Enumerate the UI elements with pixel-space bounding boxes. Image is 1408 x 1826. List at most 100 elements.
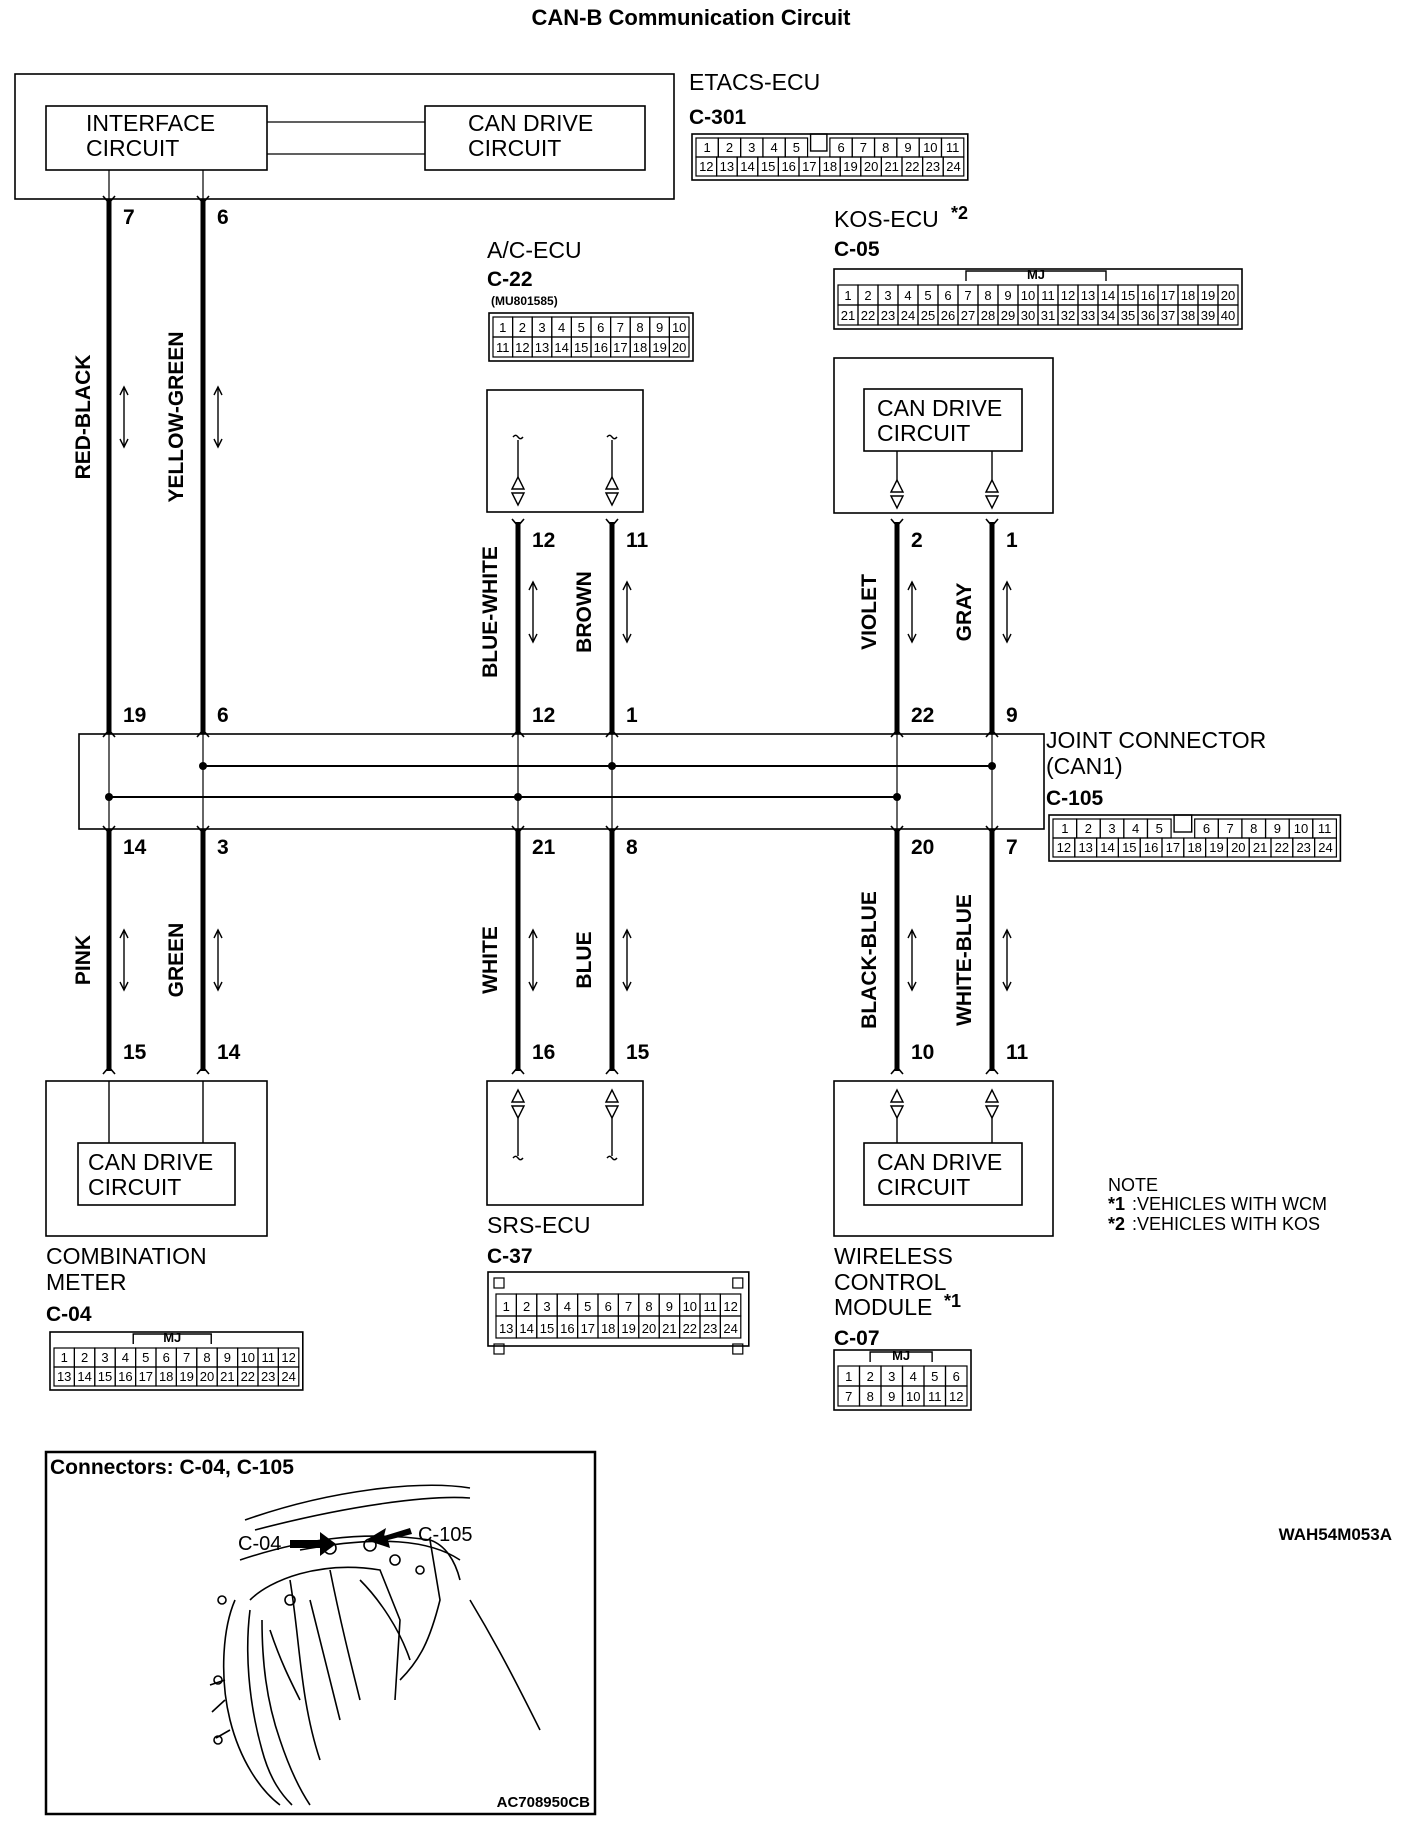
dashboard-illustration	[209, 1484, 541, 1806]
connector-pin-number: 24	[946, 159, 960, 174]
connector-pin-number: 2	[867, 1369, 874, 1384]
joint-name-1: JOINT CONNECTOR	[1046, 727, 1266, 753]
terminal-triangle	[604, 475, 620, 490]
connector-pin-number: 16	[560, 1321, 574, 1336]
connector-lock-label: MJ	[892, 1348, 910, 1363]
wire-terminal-mark	[511, 825, 525, 835]
wire-terminal-mark	[102, 1065, 116, 1075]
connector-pin-number: 16	[118, 1369, 132, 1384]
connector-pin-number: 7	[625, 1299, 632, 1314]
arrow-c04-icon	[290, 1532, 336, 1556]
connector-pin-number: 16	[594, 340, 608, 355]
wire-color-label: BLACK-BLUE	[858, 891, 881, 1029]
connector-pin-number: 11	[1318, 821, 1332, 836]
junction-dot	[988, 762, 996, 770]
connector-pin-number: 38	[1181, 308, 1195, 323]
wire-pin-number: 12	[532, 704, 555, 727]
kos-ecu-name: KOS-ECU	[834, 206, 939, 232]
connector-body	[1048, 814, 1342, 862]
connector-pin-number: 40	[1221, 308, 1235, 323]
connector-pin-number: 9	[1274, 821, 1281, 836]
note-mark-1: *1	[1108, 1194, 1125, 1214]
combo-name-1: COMBINATION	[46, 1243, 207, 1269]
joint-connector-id: C-105	[1046, 787, 1104, 810]
wire-color-label: PINK	[72, 935, 95, 985]
connector-pin-number: 11	[496, 340, 510, 355]
signal-arrow-head	[119, 438, 129, 449]
junction-dot	[105, 793, 113, 801]
wire-terminal-mark	[102, 195, 116, 205]
connector-pin-number: 6	[953, 1369, 960, 1384]
wire-color-label: WHITE	[479, 926, 502, 994]
connector-lock	[965, 270, 1107, 281]
terminal-triangle	[604, 1088, 620, 1103]
connector-pin-number: 2	[523, 1299, 530, 1314]
wire-color-label: VIOLET	[858, 574, 881, 650]
wire-terminal-mark	[985, 518, 999, 528]
inset-title: Connectors: C-04, C-105	[50, 1456, 294, 1479]
wire-terminal-mark	[985, 728, 999, 738]
connector-pin-number: 14	[77, 1369, 91, 1384]
connector-location-inset: Connectors: C-04, C-105	[44, 1450, 597, 1816]
connector-pin-number: 3	[101, 1350, 108, 1365]
wire-pin-number: 7	[123, 206, 135, 229]
ac-ecu-part-no: (MU801585)	[491, 294, 558, 308]
combination-meter: CAN DRIVE CIRCUIT COMBINATION METER C-04…	[45, 1080, 304, 1391]
signal-arrow-head	[622, 580, 632, 591]
signal-arrow-head	[528, 580, 538, 591]
wire-pin-number: 21	[532, 836, 556, 859]
connector-pin-number: 6	[605, 1299, 612, 1314]
connector-pin-number: 13	[499, 1321, 513, 1336]
terminal-triangle	[984, 478, 1000, 493]
wire-color-label: WHITE-BLUE	[953, 894, 976, 1026]
connector-pin-number: 3	[1108, 821, 1115, 836]
connector-pin-number: 1	[845, 1369, 852, 1384]
wcm-name-1: WIRELESS	[834, 1243, 953, 1269]
connector-pin-number: 14	[1100, 840, 1114, 855]
signal-arrow-head	[213, 981, 223, 992]
wire-pin-number: 7	[1006, 836, 1018, 859]
terminal-triangle	[510, 475, 526, 490]
connector-pin-number: 17	[802, 159, 816, 174]
connector-pin-number: 14	[519, 1321, 533, 1336]
connector-pin	[944, 1385, 968, 1407]
connector-pin-number: 6	[597, 320, 604, 335]
connector-pin-number: 35	[1121, 308, 1135, 323]
wire-terminal-mark	[196, 728, 210, 738]
connector-body	[488, 312, 694, 362]
wire-pin-number: 6	[217, 704, 229, 727]
connector-pin-number: 13	[1081, 288, 1095, 303]
connector-pin-number: 7	[617, 320, 624, 335]
connector-pin-number: 2	[81, 1350, 88, 1365]
wire-color-label: BROWN	[573, 571, 596, 653]
connector-pin-number: 3	[888, 1369, 895, 1384]
connector-pin-number: 10	[241, 1350, 255, 1365]
connector-pin-number: 4	[910, 1369, 917, 1384]
kos-ecu-mark: *2	[951, 203, 968, 223]
connector-pin-number: 4	[122, 1350, 129, 1365]
junction-dot	[514, 793, 522, 801]
connector-lock-label: MJ	[163, 1330, 181, 1345]
etacs-drive-label-1: CAN DRIVE	[468, 110, 593, 136]
connector-pin-number: 6	[944, 288, 951, 303]
terminal-triangle	[889, 1105, 905, 1120]
connector-pin-number: 7	[183, 1350, 190, 1365]
connector-pin-number: 28	[981, 308, 995, 323]
terminal-symbol	[606, 1155, 618, 1161]
connector-pin-number: 5	[142, 1350, 149, 1365]
connector-pin-number: 5	[924, 288, 931, 303]
connector-pin-number: 8	[645, 1299, 652, 1314]
signal-arrow-head	[119, 928, 129, 939]
inset-label-c04: C-04	[238, 1533, 281, 1555]
terminal-triangle	[604, 492, 620, 507]
connector-pin	[1217, 304, 1239, 326]
signal-arrow-head	[907, 928, 917, 939]
wire-pin-number: 9	[1006, 704, 1018, 727]
connector-pin-number: 19	[621, 1321, 635, 1336]
signal-arrow-head	[119, 981, 129, 992]
